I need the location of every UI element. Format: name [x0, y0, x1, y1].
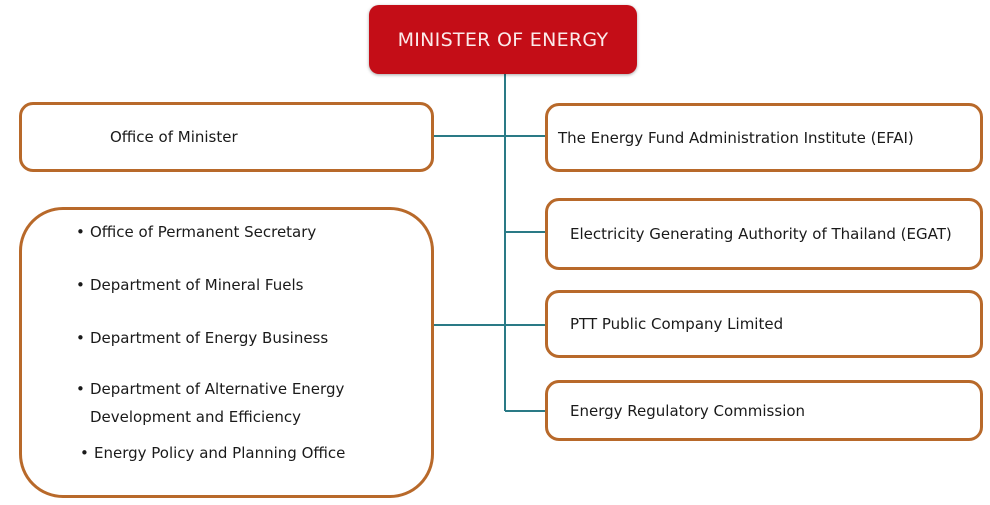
department-item: Department of Mineral Fuels	[76, 271, 303, 299]
agency-label: The Energy Fund Administration Institute…	[558, 128, 914, 147]
departments-box: Office of Permanent Secretary Department…	[19, 207, 434, 498]
department-item: Office of Permanent Secretary	[76, 218, 316, 246]
agency-box-efai: The Energy Fund Administration Institute…	[545, 103, 983, 172]
agency-box-egat: Electricity Generating Authority of Thai…	[545, 198, 983, 270]
office-of-minister-label: Office of Minister	[110, 128, 238, 146]
agency-label: Electricity Generating Authority of Thai…	[570, 225, 952, 243]
agency-label: Energy Regulatory Commission	[570, 401, 806, 420]
office-of-minister-box: Office of Minister	[19, 102, 434, 172]
minister-label: MINISTER OF ENERGY	[397, 28, 609, 51]
department-item: Energy Policy and Planning Office	[80, 439, 345, 467]
agency-label: PTT Public Company Limited	[570, 315, 784, 333]
minister-box: MINISTER OF ENERGY	[369, 5, 637, 74]
agency-box-erc: Energy Regulatory Commission	[545, 380, 983, 441]
department-item: Department of Energy Business	[76, 324, 328, 352]
agency-box-ptt: PTT Public Company Limited	[545, 290, 983, 358]
department-item: Department of Alternative Energy Develop…	[76, 375, 410, 431]
